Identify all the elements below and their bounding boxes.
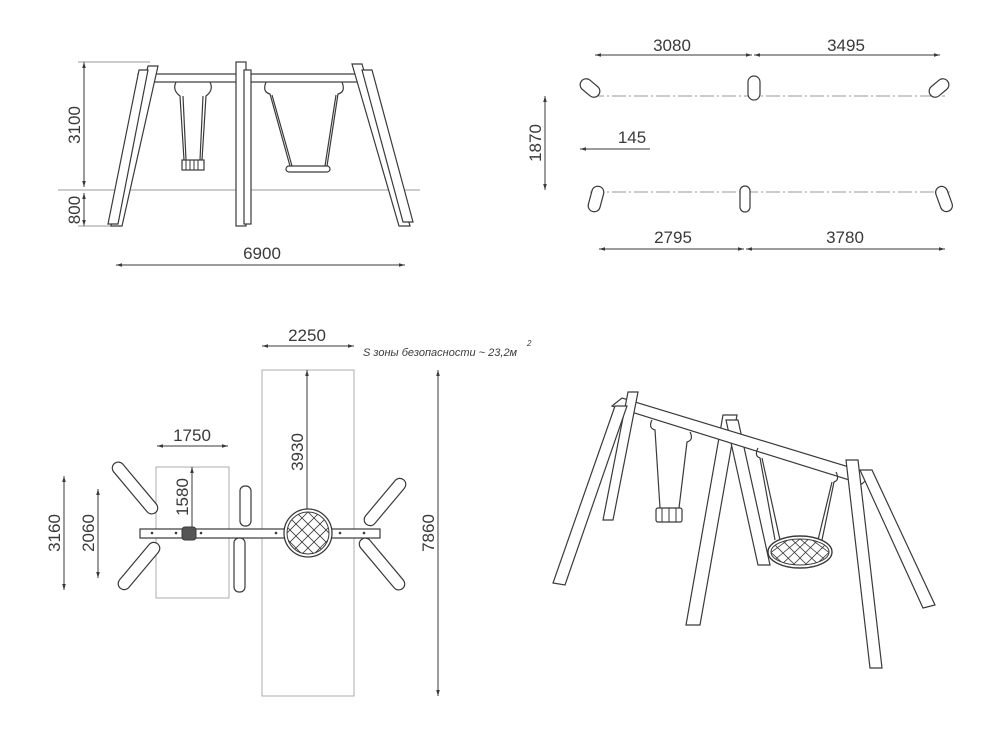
plan-post-middle-top: [239, 485, 252, 527]
zone-width-label: 2250: [288, 326, 326, 345]
nest-swing: [264, 81, 344, 173]
ground-label: 800: [65, 196, 84, 224]
plan-leg-right-lower: [358, 537, 406, 591]
dim-bottom-right: 3780: [826, 228, 864, 247]
plan-baby-seat: [181, 526, 197, 541]
plan-beam: [139, 528, 381, 539]
seat-zone-width-label: 1750: [173, 426, 211, 445]
iso-right-leg-a: [845, 459, 883, 669]
dim-bottom-left: 2795: [654, 228, 692, 247]
front-view: 3100 800 6900: [58, 61, 420, 267]
top-beam: [137, 73, 371, 83]
height-label: 3100: [65, 106, 84, 144]
frame-depth-label: 3160: [45, 514, 64, 552]
dim-top-right: 3495: [827, 36, 865, 55]
post-bottom-middle: [739, 185, 751, 213]
iso-baby-swing: [649, 419, 693, 523]
baby-swing: [174, 81, 212, 171]
post-spread-label: 2060: [79, 514, 98, 552]
plan-post-middle-bottom: [233, 537, 246, 593]
post-bottom-left: [587, 185, 605, 213]
dim-depth: 1870: [526, 124, 545, 162]
iso-left-leg-front: [552, 405, 628, 586]
iso-right-leg-b: [859, 469, 936, 609]
isometric-view: [552, 391, 936, 669]
seat-zone-length-label: 1580: [173, 478, 192, 516]
right-leg-front: [361, 69, 414, 223]
post-top-left: [579, 78, 601, 98]
plan-leg-left-lower: [117, 541, 161, 591]
plan-leg-right-upper: [363, 477, 407, 527]
left-leg-front: [107, 69, 149, 225]
plan-leg-left-upper: [111, 461, 159, 515]
dim-top-left: 3080: [653, 36, 691, 55]
safety-zone-superscript: 2: [526, 339, 532, 348]
post-top-middle: [747, 75, 761, 101]
total-length-label: 7860: [419, 514, 438, 552]
top-view: 2250 S зоны безопасности ~ 23,2м 2 3930 …: [45, 326, 532, 697]
post-bottom-right: [935, 185, 953, 213]
post-plan-view: 3080 3495 1870 145 2795 3780: [526, 36, 953, 251]
safety-zone-note: S зоны безопасности ~ 23,2м: [363, 347, 518, 359]
iso-middle-leg-a: [685, 414, 738, 626]
post-top-right: [928, 78, 950, 98]
iso-left-leg-back: [602, 391, 639, 521]
plan-nest-seat: [283, 508, 333, 558]
iso-middle-leg-b: [725, 419, 771, 566]
zone-length-label: 3930: [288, 433, 307, 471]
width-label: 6900: [243, 244, 281, 263]
iso-nest-swing: [755, 447, 839, 569]
dim-offset: 145: [618, 128, 646, 147]
